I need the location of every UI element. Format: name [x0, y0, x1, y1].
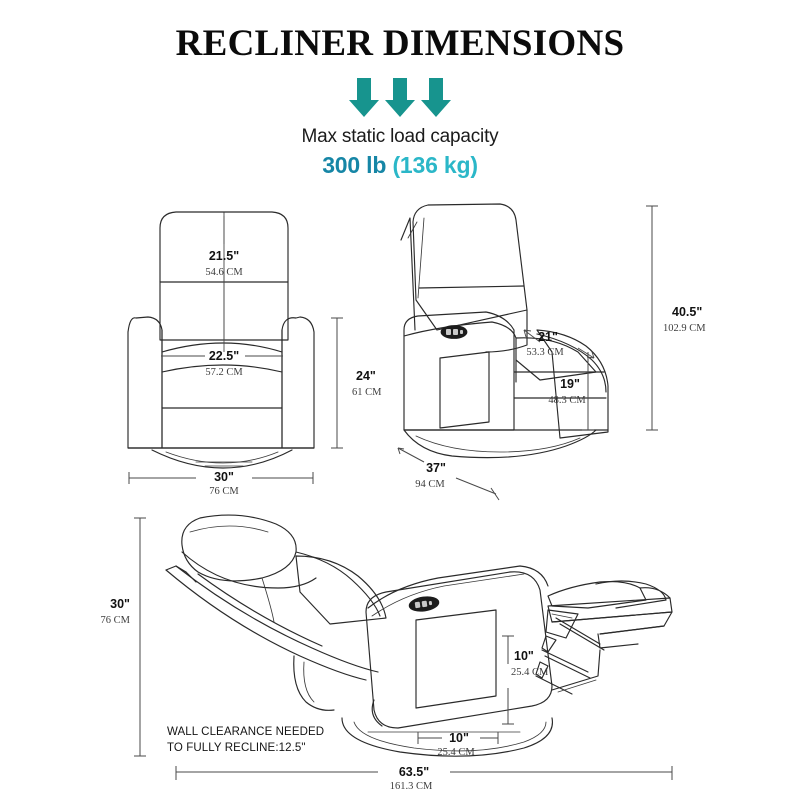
capacity-pounds: 300 lb — [322, 152, 387, 178]
dim-label-overall-depth: 37" — [426, 461, 446, 475]
dim-sub-back-width: 54.6 CM — [205, 267, 243, 278]
reclined-view-illustration — [134, 514, 673, 780]
dim-sub-seat-depth: 48.3 CM — [548, 395, 586, 406]
dim-label-overall-height: 40.5" — [672, 305, 702, 319]
capacity-close-paren: ) — [470, 152, 478, 178]
wall-clearance-note-line2: TO FULLY RECLINE:12.5" — [167, 742, 306, 754]
down-arrow-icon — [349, 78, 379, 117]
dim-sub-pocket-width: 25.4 CM — [437, 747, 475, 758]
dim-sub-overall-depth: 94 CM — [415, 479, 445, 490]
wall-clearance-note-line1: WALL CLEARANCE NEEDED — [167, 726, 324, 738]
side-view-illustration — [397, 203, 658, 501]
dim-label-reclined-length: 63.5" — [399, 765, 429, 779]
dim-sub-overall-width: 76 CM — [209, 486, 239, 497]
dim-label-pocket-width: 10" — [449, 731, 469, 745]
down-arrow-icon — [421, 78, 451, 117]
capacity-open-paren: ( — [392, 152, 400, 178]
dim-label-seat-depth: 19" — [560, 377, 580, 391]
dim-sub-pocket-height: 25.4 CM — [511, 667, 549, 678]
power-button-icon — [440, 325, 468, 339]
dim-label-pocket-height: 10" — [514, 649, 534, 663]
page-title: RECLINER DIMENSIONS — [175, 23, 625, 64]
dim-label-reclined-height: 30" — [110, 597, 130, 611]
front-view-labels: 21.5" 54.6 CM 22.5" 57.2 CM 24" 61 CM 30… — [205, 249, 382, 497]
dim-label-seat-height: 24" — [356, 369, 376, 383]
side-view-labels: 40.5" 102.9 CM 21" 53.3 CM 19" 48.3 CM 3… — [415, 305, 706, 490]
capacity-label: Max static load capacity — [301, 126, 499, 147]
dim-sub-overall-height: 102.9 CM — [663, 323, 706, 334]
dim-sub-seat-width: 57.2 CM — [205, 367, 243, 378]
reclined-view-labels: 30" 76 CM 10" 25.4 CM 10" 25.4 CM 63.5" … — [101, 597, 549, 792]
dim-label-seat-width: 22.5" — [209, 349, 239, 363]
dim-sub-reclined-height: 76 CM — [101, 615, 131, 626]
dim-sub-seat-height: 61 CM — [352, 387, 382, 398]
capacity-value: 300 lb (136 kg) — [0, 152, 800, 179]
down-arrow-icon-group — [349, 78, 451, 117]
dim-label-overall-width: 30" — [214, 470, 234, 484]
dim-sub-back-height: 53.3 CM — [526, 347, 564, 358]
dim-label-back-width: 21.5" — [209, 249, 239, 263]
capacity-kilograms: 136 kg — [399, 152, 471, 178]
front-view-illustration — [127, 211, 343, 484]
dim-sub-reclined-length: 161.3 CM — [390, 781, 433, 792]
power-button-icon — [408, 596, 440, 612]
down-arrow-icon — [385, 78, 415, 117]
dim-label-back-height: 21" — [538, 330, 558, 344]
